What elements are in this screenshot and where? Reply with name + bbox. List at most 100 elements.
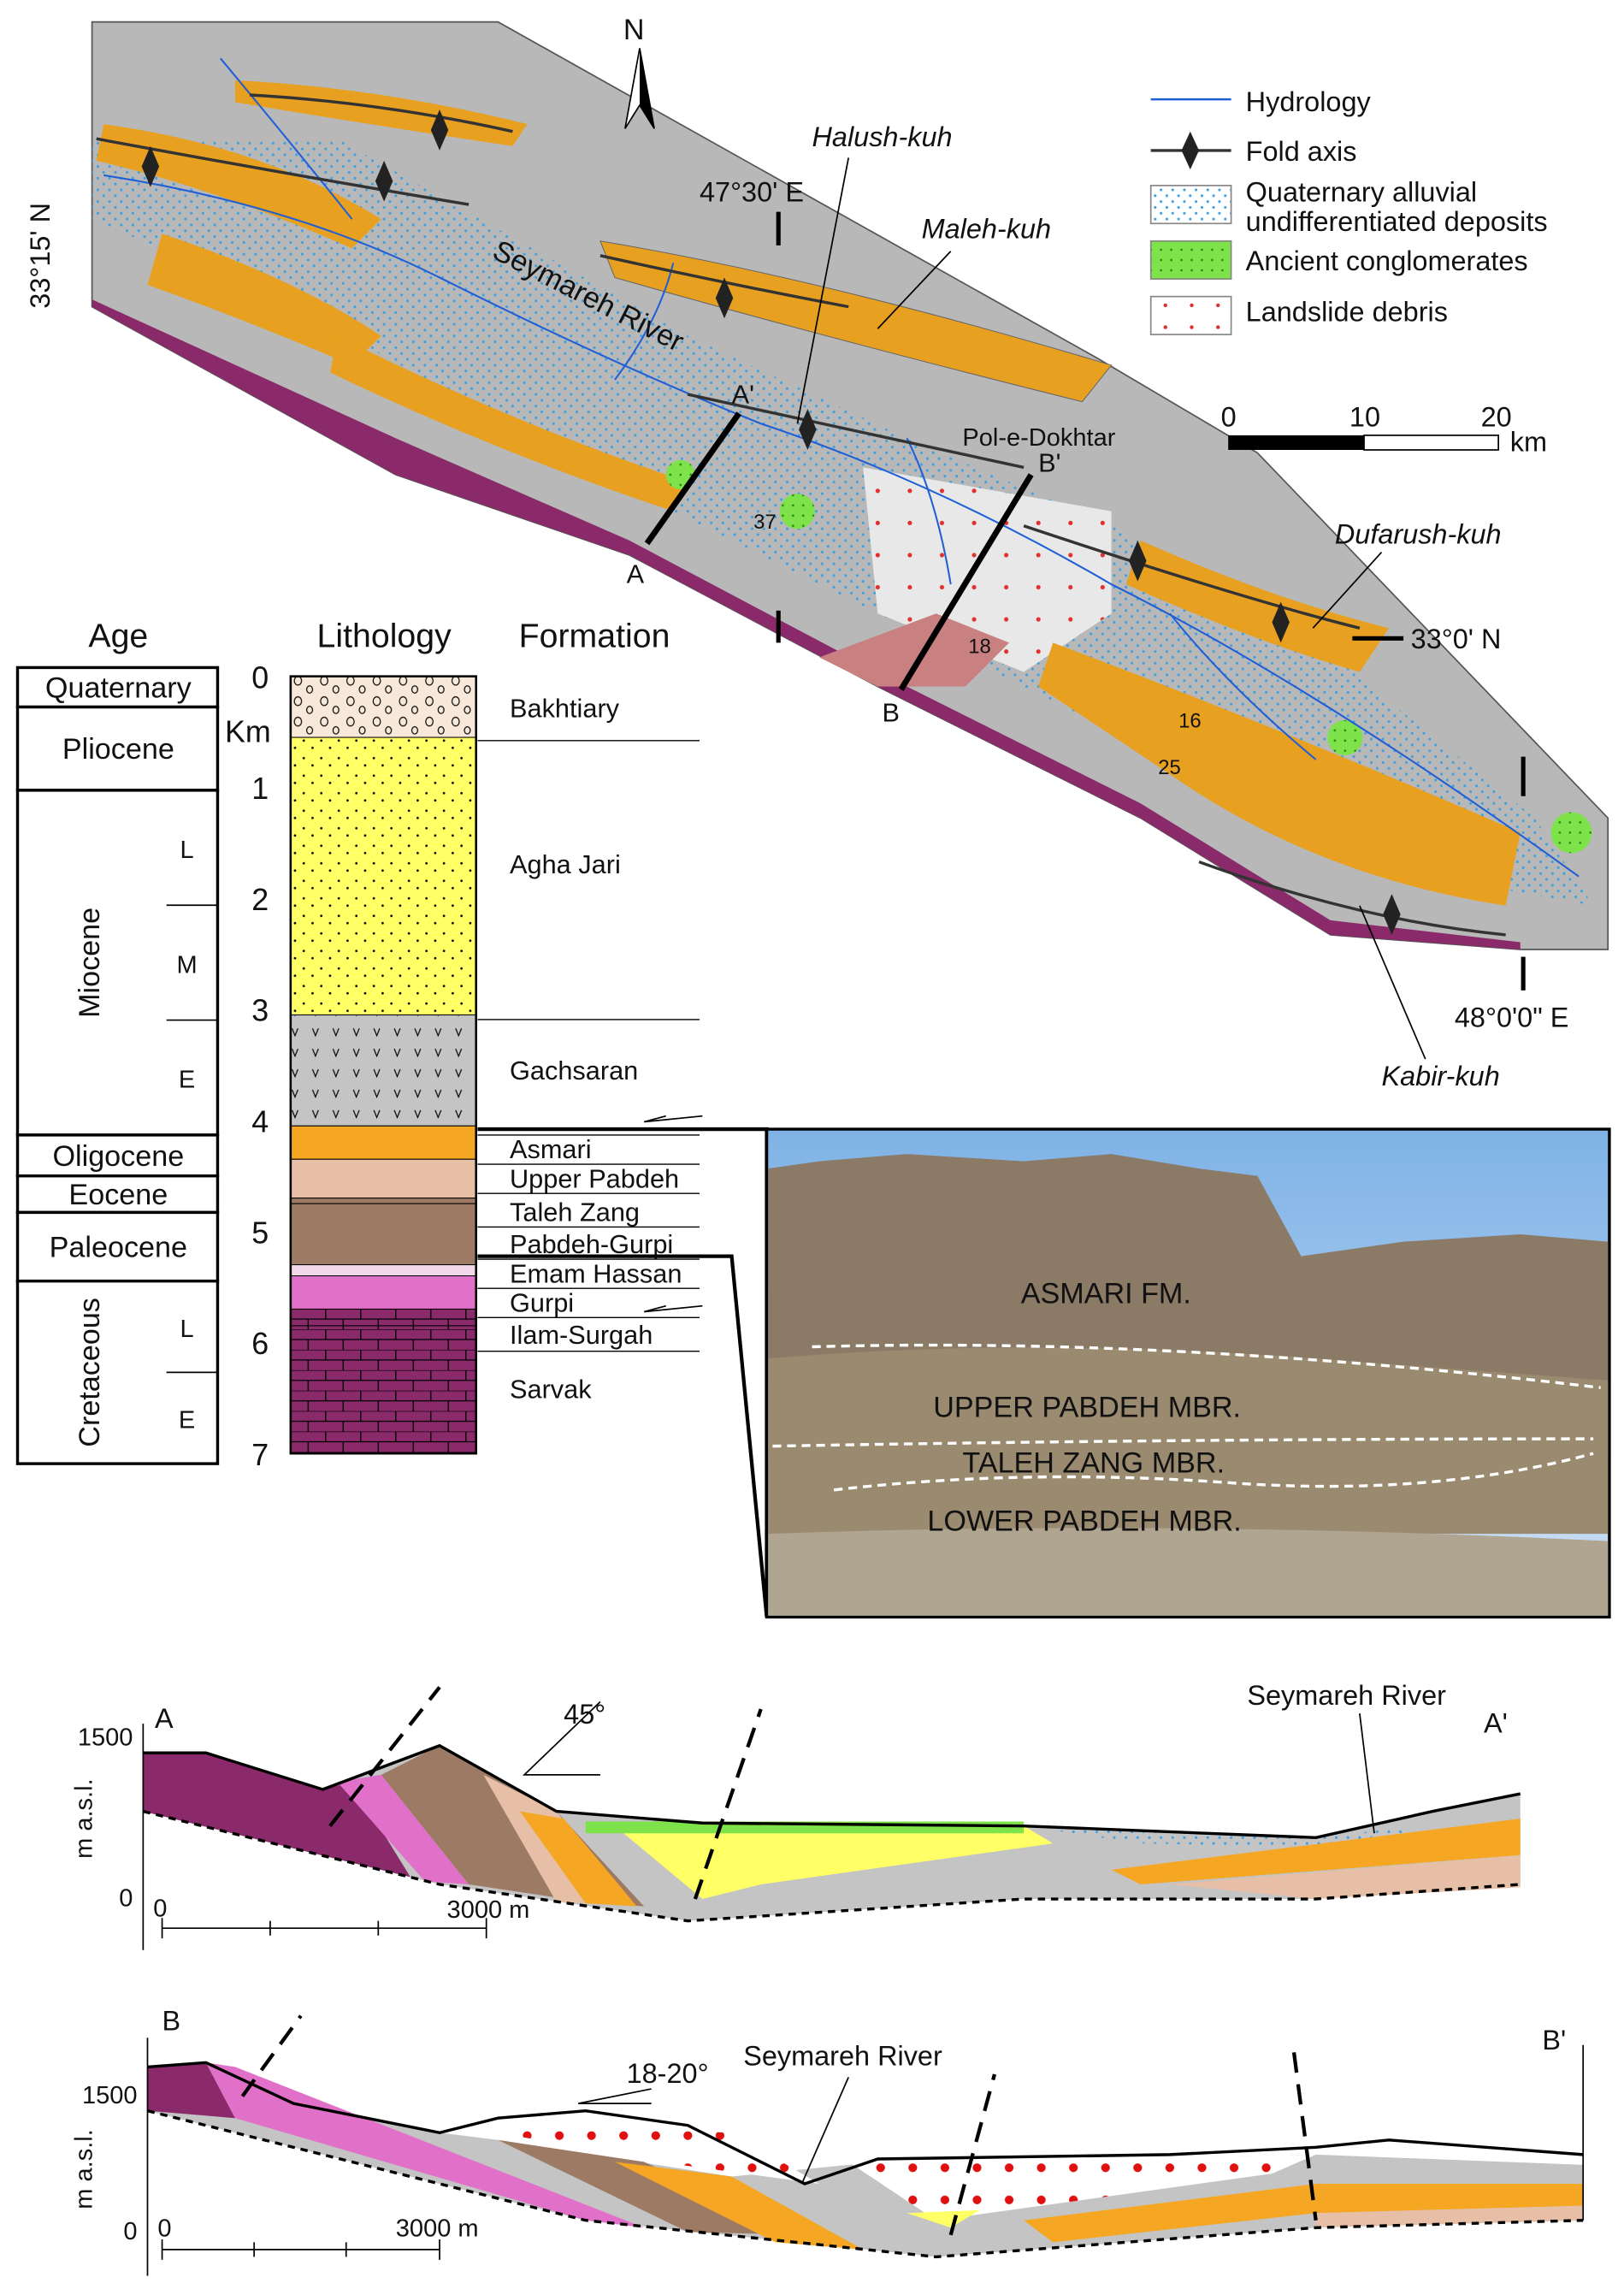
- formation-layer: [290, 1014, 477, 1127]
- age-box: [15, 789, 220, 1137]
- formation-name: Gurpi: [510, 1288, 574, 1318]
- geologic-map: N 33°15' N 33°0' N 47°30' E 48°0'0" E Ha…: [25, 14, 1609, 1091]
- formation-name: Bakhtiary: [510, 693, 620, 723]
- formation-layer: [290, 1325, 477, 1454]
- ytick: 0: [123, 2218, 137, 2245]
- age-label: Cretaceous: [74, 1298, 106, 1447]
- scale-tick: 10: [1349, 402, 1380, 433]
- dip-label: 25: [1158, 756, 1181, 779]
- formation-name: Taleh Zang: [510, 1198, 640, 1227]
- legend-hydrology: Hydrology: [1246, 86, 1372, 117]
- legend-landslide: Landslide debris: [1246, 297, 1448, 328]
- section-a-start: A: [155, 1703, 174, 1734]
- age-header: Age: [88, 618, 148, 655]
- formation-name: Agha Jari: [510, 849, 621, 879]
- ytick: 0: [119, 1885, 133, 1913]
- depth-tick: 5: [251, 1215, 269, 1250]
- legend-conglomerates: Ancient conglomerates: [1246, 245, 1528, 276]
- formation-layer: [290, 1264, 477, 1277]
- depth-tick: 4: [251, 1104, 269, 1139]
- river-label-a: Seymareh River: [1247, 1680, 1446, 1711]
- lon-label-2: 48°0'0" E: [1455, 1003, 1569, 1033]
- north-label: N: [623, 14, 645, 46]
- depth-tick: 6: [251, 1327, 269, 1361]
- stratigraphic-column: Age Lithology Formation QuaternaryPlioce…: [15, 618, 769, 1618]
- age-box: [15, 1210, 220, 1283]
- cross-section-b: 18-20° B B' Seymareh River 1500 0 m a.s.…: [71, 2006, 1585, 2276]
- formation-name: Sarvak: [510, 1374, 592, 1404]
- dip-label: 37: [753, 511, 777, 534]
- legend-fold-axis: Fold axis: [1246, 136, 1357, 167]
- age-box: [15, 705, 220, 792]
- maleh-kuh-label: Maleh-kuh: [922, 213, 1051, 244]
- formation-layer: [290, 1275, 477, 1310]
- depth-tick: 1: [251, 772, 269, 806]
- formation-layer: [290, 1158, 477, 1199]
- section-b-label: B: [882, 698, 900, 728]
- section-b2-label: B': [1038, 448, 1060, 478]
- age-subdivision: M: [177, 951, 198, 979]
- scale-bar: 0 10 20 km: [1221, 402, 1547, 458]
- formation-name: Asmari: [510, 1134, 592, 1164]
- depth-tick: 0: [251, 660, 269, 695]
- scale-3000: 3000 m: [447, 1896, 530, 1924]
- age-label: Eocene: [68, 1179, 168, 1211]
- formation-layer: [290, 1308, 477, 1327]
- age-label: Pliocene: [62, 733, 174, 766]
- formation-layer: [290, 1125, 477, 1160]
- age-label: Miocene: [74, 908, 106, 1018]
- legend-alluvium: Quaternary alluvial: [1246, 177, 1477, 208]
- fold-axes: [96, 93, 1506, 937]
- age-label: Quaternary: [45, 671, 192, 704]
- river-label-b: Seymareh River: [743, 2041, 942, 2072]
- scale-zero: 0: [157, 2215, 171, 2243]
- photo-label-asmari: ASMARI FM.: [1021, 1277, 1191, 1310]
- section-line-b: [898, 473, 1034, 691]
- formation-name: Gachsaran: [510, 1056, 638, 1085]
- dip-angle-b: 18-20°: [627, 2058, 709, 2089]
- formation-layer: [290, 676, 477, 738]
- scale-unit: km: [1510, 427, 1547, 458]
- ytick: 1500: [82, 2082, 138, 2109]
- section-a-end: A': [1484, 1707, 1508, 1738]
- section-b-end: B': [1542, 2025, 1566, 2055]
- section-b-start: B: [162, 2006, 181, 2037]
- scale-3000: 3000 m: [396, 2215, 479, 2243]
- pol-e-dokhtar-label: Pol-e-Dokhtar: [962, 424, 1115, 452]
- outcrop-photo: ASMARI FM. UPPER PABDEH MBR. TALEH ZANG …: [765, 1127, 1611, 1619]
- lat-label-2: 33°0' N: [1411, 624, 1502, 654]
- depth-tick: 7: [251, 1438, 269, 1472]
- map-legend: Hydrology Fold axis Quaternary alluvial …: [1149, 86, 1548, 335]
- y-axis-label: m a.s.l.: [71, 2129, 98, 2209]
- cross-section-a: 45° A A' Seymareh River 1500 0 m a.s.l. …: [71, 1680, 1521, 1950]
- dip-label: 16: [1178, 709, 1202, 732]
- ytick: 1500: [78, 1724, 133, 1752]
- formation-header: Formation: [519, 618, 670, 655]
- formation-layer: [290, 1203, 477, 1266]
- scale-zero: 0: [153, 1896, 167, 1923]
- age-subdivision: L: [180, 837, 194, 864]
- y-axis-label: m a.s.l.: [71, 1778, 98, 1859]
- formation-layer: [290, 736, 477, 1016]
- kabir-kuh-label: Kabir-kuh: [1382, 1061, 1500, 1091]
- section-line-a: [644, 411, 741, 546]
- scale-tick: 0: [1221, 402, 1237, 433]
- age-subdivision: E: [179, 1067, 195, 1094]
- hydrology-network: [103, 57, 1580, 878]
- section-a2-label: A': [732, 379, 754, 409]
- age-label: Paleocene: [50, 1231, 187, 1263]
- photo-label-upper-pabdeh: UPPER PABDEH MBR.: [933, 1391, 1241, 1423]
- sarvak-outcrop: [92, 299, 1521, 950]
- photo-label-lower-pabdeh: LOWER PABDEH MBR.: [927, 1505, 1241, 1538]
- age-label: Oligocene: [52, 1140, 184, 1173]
- alluvium-swatch: [1149, 185, 1232, 225]
- photo-label-taleh-zang: TALEH ZANG MBR.: [962, 1446, 1225, 1479]
- fold-axis-icon: [1181, 131, 1200, 170]
- depth-tick: 2: [251, 883, 269, 917]
- scale-tick: 20: [1481, 402, 1512, 433]
- formation-name: Ilam-Surgah: [510, 1320, 653, 1350]
